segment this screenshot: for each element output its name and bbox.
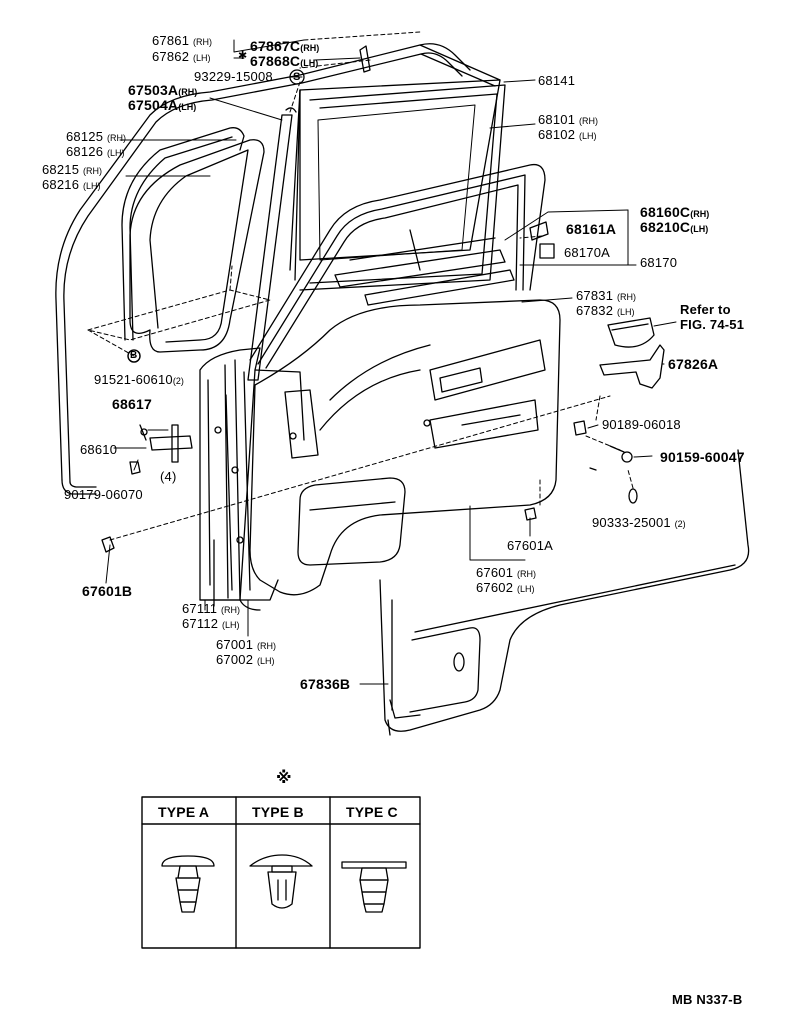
part-label: 68210C(LH) [640,219,709,235]
part-label: 67503A(RH) [128,82,198,98]
clip-type-c-illustration [341,861,407,913]
part-label: 67601 (RH) [476,565,536,580]
outer-door-weatherstrip [55,43,501,495]
part-label: 68610 [80,442,118,457]
part-label: 91521-60610(2) [94,372,184,387]
part-label: 90189-06018 [602,417,681,432]
clip-type-a-illustration [161,855,215,913]
part-label: 67001 (RH) [216,637,276,652]
part-label: 67602 (LH) [476,580,535,595]
part-label: 67112 (LH) [182,616,240,631]
door-frame-weatherstrip [249,163,546,369]
part-label: 68101 (RH) [538,112,598,127]
type-a-header: TYPE A [158,804,210,820]
part-label: 67862 (LH) [152,49,211,64]
part-label: 68102 (LH) [538,127,597,142]
door-window-glass [289,79,501,281]
door-check-link [129,424,193,475]
refer-to-figure-link[interactable]: FIG. 74-51 [680,317,745,332]
circled-b-marker [127,349,141,363]
door-armrest-bracket [599,344,665,389]
circled-s-marker [289,69,305,85]
part-label: 68125 (RH) [66,129,126,144]
door-opening-seal [121,127,245,341]
diagram-id: MB N337-B [672,992,743,1007]
part-label: 67002 (LH) [216,652,275,667]
door-lower-seal [213,359,241,607]
circled-b-letter: B [130,350,138,361]
glass-run-channel [129,139,265,353]
part-label: 68215 (RH) [42,162,102,177]
type-table-note-mark: ※ [276,770,292,787]
part-label: 67601B [82,583,133,599]
outer-door-skin [379,449,750,736]
part-label: 67868C(LH) [250,53,319,69]
type-b-header: TYPE B [252,804,304,820]
window-frame [317,104,476,261]
part-label: 67832 (LH) [576,303,635,318]
part-label: 67601A [507,538,554,553]
part-label: 67111 (RH) [182,601,241,616]
part-label: 67831 (RH) [576,288,636,303]
part-label: 90159-60047 [660,449,745,465]
part-label: 67826A [668,356,719,372]
type-c-header: TYPE C [346,804,398,820]
part-label: 68170 [640,255,678,270]
door-trim-board [249,299,561,596]
part-label: 67867C(RH) [250,38,320,54]
part-label: 67836B [300,676,351,692]
division-bar [247,107,297,381]
part-label: 67861 (RH) [152,33,212,48]
refer-to-label: Refer to [680,302,731,317]
door-pull-pocket [607,317,655,348]
leader-lines [105,39,677,685]
dashed-leaders [87,31,634,541]
circled-s-letter: S [293,71,301,83]
part-label: 68160C(RH) [640,204,710,220]
asterisk-marker: ✱ [238,50,248,62]
part-label: 68617 [112,396,152,412]
moulding-clip [359,45,371,73]
type-table [141,796,421,949]
part-label: 93229-15008 [194,69,273,84]
belt-moulding [334,237,515,306]
part-label: 90179-06070 [64,487,143,502]
part-label: 68161A [566,221,617,237]
part-label: 90333-25001 (2) [592,515,686,530]
part-label: (4) [160,469,177,484]
part-label: 68126 (LH) [66,144,125,159]
part-label: 68141 [538,73,576,88]
clip-type-b-illustration [249,854,313,909]
part-label: 68216 (LH) [42,177,101,192]
part-label: 68170A [564,245,611,260]
part-label: 67504A(LH) [128,97,197,113]
belt-clip [529,221,555,259]
